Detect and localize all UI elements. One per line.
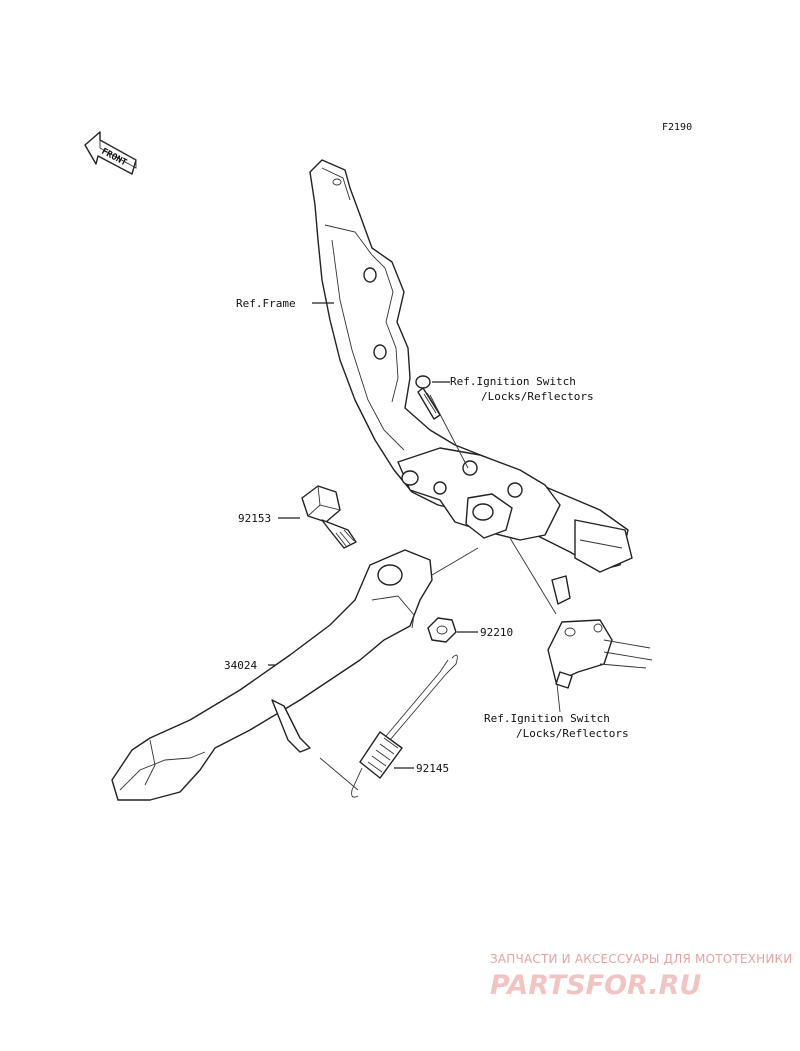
front-arrow-icon: FRONT (84, 131, 137, 175)
ignition-top-label-line1: Ref.Ignition Switch (450, 375, 576, 388)
bolt-92153 (301, 485, 357, 549)
frame-drawing (309, 159, 633, 573)
spring-92145 (351, 654, 458, 798)
ignition-bottom-label-line2: /Locks/Reflectors (516, 727, 629, 740)
ignition-bracket-bottom (547, 575, 653, 689)
ignition-bottom-label-line1: Ref.Ignition Switch (484, 712, 610, 725)
spring-part-number: 92145 (416, 762, 449, 775)
nut-part-number: 92210 (480, 626, 513, 639)
stand-34024 (111, 549, 433, 801)
watermark-logo: PARTSFOR.RU (490, 970, 701, 1001)
ignition-bolt-top (415, 375, 441, 420)
nut-92210 (427, 617, 457, 643)
watermark-line1: ЗАПЧАСТИ И АКСЕССУАРЫ ДЛЯ МОТОТЕХНИКИ (490, 952, 792, 966)
diagram-code: F2190 (662, 122, 692, 133)
stand-part-number: 34024 (224, 659, 257, 672)
frame-label: Ref.Frame (236, 297, 296, 310)
ignition-top-label-line2: /Locks/Reflectors (481, 390, 594, 403)
bolt-part-number: 92153 (238, 512, 271, 525)
